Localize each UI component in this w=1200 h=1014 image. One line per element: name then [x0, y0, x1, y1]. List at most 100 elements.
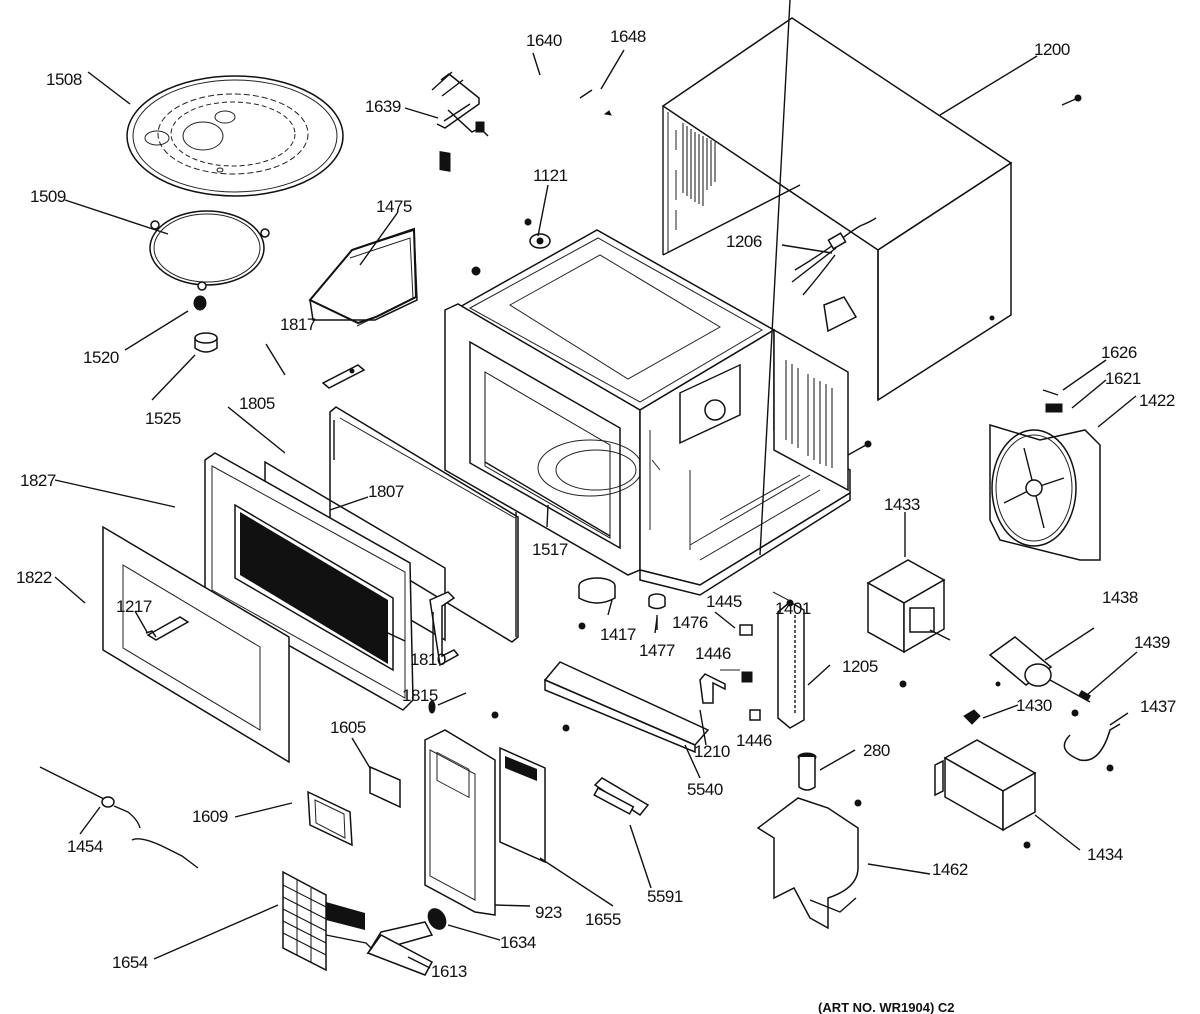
part-5540-base-tray[interactable] — [491, 661, 710, 754]
label-5540: 5540 — [687, 780, 723, 799]
part-1822-door-outer-glass[interactable] — [102, 525, 290, 764]
part-1810-latch[interactable] — [429, 591, 460, 667]
label-1462: 1462 — [932, 860, 968, 879]
part-labels: 1508 1509 1520 1525 1639 1640 1648 1121 … — [16, 27, 1176, 1014]
part-1475-waveguide-cover[interactable] — [308, 227, 418, 327]
part-1517-cavity-front-trim[interactable] — [484, 461, 611, 537]
part-923-control-panel-frame[interactable] — [424, 729, 496, 916]
label-1621: 1621 — [1105, 369, 1141, 388]
part-1439-hv-diode[interactable] — [995, 679, 1092, 703]
label-1634: 1634 — [500, 933, 536, 952]
part-1200-outer-case[interactable] — [661, 17, 1082, 402]
label-1417: 1417 — [600, 625, 636, 644]
part-1634-knob-spring[interactable] — [425, 905, 450, 932]
label-1446-bottom: 1446 — [736, 731, 772, 750]
label-1205: 1205 — [842, 657, 878, 676]
label-1626: 1626 — [1101, 343, 1137, 362]
label-1613: 1613 — [431, 962, 467, 981]
label-1476: 1476 — [672, 613, 708, 632]
label-1805: 1805 — [239, 394, 275, 413]
part-1205-switch-bracket[interactable] — [772, 591, 805, 729]
part-1648-screw[interactable] — [579, 89, 612, 116]
part-1206-power-cord-harness[interactable] — [791, 217, 877, 333]
part-1520-coupler[interactable] — [193, 295, 207, 311]
part-1417-turntable-motor[interactable] — [578, 577, 616, 630]
part-1217-door-hinge[interactable] — [145, 616, 190, 641]
label-1520: 1520 — [83, 348, 119, 367]
part-1655-control-pcb[interactable] — [499, 746, 546, 864]
part-1639-bracket[interactable] — [436, 73, 480, 172]
label-1433: 1433 — [884, 495, 920, 514]
part-1121-thermal-cutout[interactable] — [524, 218, 551, 249]
label-1210: 1210 — [694, 742, 730, 761]
label-1475: 1475 — [376, 197, 412, 216]
part-1654-keypad-membrane[interactable] — [282, 870, 373, 972]
label-1822: 1822 — [16, 568, 52, 587]
label-1508: 1508 — [46, 70, 82, 89]
part-1446-interlock-switch[interactable] — [741, 671, 761, 721]
label-1648: 1648 — [610, 27, 646, 46]
part-1817-latch-plate[interactable] — [321, 364, 366, 389]
label-1655: 1655 — [585, 910, 621, 929]
label-1640: 1640 — [526, 31, 562, 50]
part-5591-door-release-button[interactable] — [593, 777, 650, 817]
label-1200: 1200 — [1034, 40, 1070, 59]
label-1517: 1517 — [532, 540, 568, 559]
label-1810: 1810 — [410, 650, 446, 669]
label-1217: 1217 — [116, 597, 152, 616]
part-1621-clip[interactable] — [1045, 403, 1063, 413]
part-1476-lamp-socket[interactable] — [648, 593, 666, 610]
part-1640-pins[interactable] — [431, 71, 489, 137]
part-1401-oven-cavity[interactable] — [444, 229, 872, 596]
label-1525: 1525 — [145, 409, 181, 428]
label-1445: 1445 — [706, 592, 742, 611]
label-1454: 1454 — [67, 837, 103, 856]
label-1477: 1477 — [639, 641, 675, 660]
label-1121: 1121 — [533, 166, 568, 185]
label-1446-top: 1446 — [695, 644, 731, 663]
label-1827: 1827 — [20, 471, 56, 490]
label-1430: 1430 — [1016, 696, 1052, 715]
label-1509: 1509 — [30, 187, 66, 206]
label-1434: 1434 — [1087, 845, 1123, 864]
label-1654: 1654 — [112, 953, 148, 972]
part-1438-hv-capacitor[interactable] — [988, 636, 1053, 687]
part-1422-fan-assembly[interactable] — [989, 423, 1101, 561]
label-923: 923 — [535, 903, 562, 922]
label-1206: 1206 — [726, 232, 762, 251]
part-1462-air-duct[interactable] — [756, 797, 862, 930]
label-1807: 1807 — [368, 482, 404, 501]
part-1605-display-window[interactable] — [369, 765, 401, 809]
part-1508-turntable-tray[interactable] — [126, 75, 344, 197]
label-1439: 1439 — [1134, 633, 1170, 652]
part-1626-pin[interactable] — [1042, 389, 1059, 396]
part-1433-hv-transformer[interactable] — [866, 559, 951, 688]
part-1815-spring[interactable] — [428, 700, 436, 714]
part-1454-temperature-probe[interactable] — [39, 766, 199, 869]
leader-lines — [54, 0, 1138, 969]
part-1434-magnetron[interactable] — [934, 739, 1037, 849]
label-1437: 1437 — [1140, 697, 1176, 716]
part-1437-capacitor-bracket[interactable] — [1063, 709, 1121, 772]
part-1210-latch-lever[interactable] — [699, 673, 726, 704]
art-number: (ART NO. WR1904) C2 — [818, 1000, 955, 1014]
label-1401: 1401 — [775, 599, 811, 618]
part-280-fuse-holder[interactable] — [797, 752, 817, 791]
label-1815: 1815 — [402, 686, 438, 705]
part-1445-interlock-switch[interactable] — [739, 624, 753, 636]
label-1438: 1438 — [1102, 588, 1138, 607]
label-280: 280 — [863, 741, 890, 760]
label-1609: 1609 — [192, 807, 228, 826]
label-1605: 1605 — [330, 718, 366, 737]
part-1613-button-block[interactable] — [366, 921, 434, 976]
part-1827-door-panel[interactable] — [204, 452, 414, 711]
part-1525-coupler-cap[interactable] — [194, 332, 218, 353]
part-1609-display-lens-frame[interactable] — [307, 790, 353, 847]
label-5591: 5591 — [647, 887, 683, 906]
label-1639: 1639 — [365, 97, 401, 116]
label-1817: 1817 — [280, 315, 316, 334]
part-1430-thermostat[interactable] — [963, 709, 981, 725]
part-1509-roller-ring[interactable] — [149, 210, 270, 291]
label-1422: 1422 — [1139, 391, 1175, 410]
